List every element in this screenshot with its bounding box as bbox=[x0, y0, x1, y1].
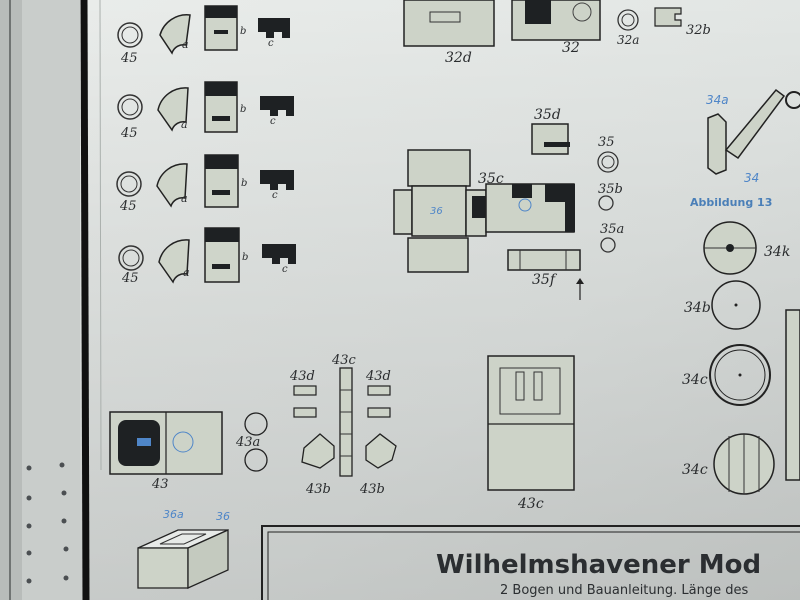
label-34a: 34a bbox=[706, 93, 729, 107]
label-45-4: 45 bbox=[121, 271, 139, 286]
label-35b: 35b bbox=[598, 182, 623, 197]
title-block bbox=[261, 525, 800, 600]
part-34-group bbox=[703, 88, 800, 495]
part-35-assembly bbox=[393, 123, 619, 300]
part-32-group bbox=[403, 0, 682, 47]
label-c-2: c bbox=[270, 116, 276, 127]
part-row-3 bbox=[116, 154, 294, 208]
sheet-border-left bbox=[80, 0, 90, 600]
left-rivet-holes bbox=[26, 462, 69, 584]
figure-caption: Abbildung 13 bbox=[690, 196, 772, 209]
label-b-3: b bbox=[241, 178, 247, 189]
label-34: 34 bbox=[744, 171, 759, 185]
label-a-2: a bbox=[181, 118, 188, 131]
label-b-1: b bbox=[240, 26, 246, 37]
label-43a: 43a bbox=[235, 435, 260, 450]
label-a-4: a bbox=[183, 266, 190, 279]
subtitle-text: 2 Bogen und Bauanleitung. Länge des bbox=[500, 583, 748, 598]
label-34b: 34b bbox=[684, 300, 711, 316]
title-text: Wilhelmshavener Mod bbox=[436, 550, 761, 580]
label-43d-left: 43d bbox=[289, 369, 315, 384]
label-34k: 34k bbox=[764, 244, 790, 260]
label-36-bottom: 36 bbox=[216, 510, 230, 523]
label-c-3: c bbox=[272, 190, 278, 201]
label-35: 35 bbox=[598, 135, 615, 150]
label-35a: 35a bbox=[600, 222, 624, 237]
part-row-1 bbox=[117, 5, 290, 55]
label-b-2: b bbox=[240, 104, 246, 115]
part-row-4 bbox=[118, 227, 296, 284]
label-c-4: c bbox=[282, 264, 288, 275]
label-b-4: b bbox=[242, 252, 248, 263]
part-43-group bbox=[109, 355, 575, 491]
label-43b-left: 43b bbox=[305, 482, 331, 497]
part-36-box bbox=[137, 528, 229, 590]
label-34c-1: 34c bbox=[682, 372, 708, 388]
part-row-2 bbox=[117, 81, 294, 133]
label-a-1: a bbox=[182, 38, 189, 51]
label-43c-bottom: 43c bbox=[517, 496, 544, 512]
left-margin-strip bbox=[22, 0, 80, 600]
label-45-1: 45 bbox=[120, 51, 138, 66]
label-45-3: 45 bbox=[119, 199, 137, 214]
label-45-2: 45 bbox=[120, 126, 138, 141]
label-43d-right: 43d bbox=[365, 369, 391, 384]
label-35f: 35f bbox=[532, 272, 558, 288]
label-32d: 32d bbox=[445, 50, 472, 66]
label-35d: 35d bbox=[534, 107, 561, 123]
label-43b-right: 43b bbox=[359, 482, 385, 497]
label-34c-2: 34c bbox=[682, 462, 708, 478]
label-36-center: 36 bbox=[430, 206, 443, 217]
label-a-3: a bbox=[181, 192, 188, 205]
label-35c: 35c bbox=[478, 171, 504, 187]
label-c-1: c bbox=[268, 38, 274, 49]
label-32: 32 bbox=[562, 40, 580, 56]
label-43: 43 bbox=[151, 477, 169, 492]
label-32a: 32a bbox=[617, 33, 639, 47]
label-43c-top: 43c bbox=[331, 353, 357, 368]
label-36a: 36a bbox=[163, 508, 184, 521]
label-32b: 32b bbox=[686, 23, 711, 38]
